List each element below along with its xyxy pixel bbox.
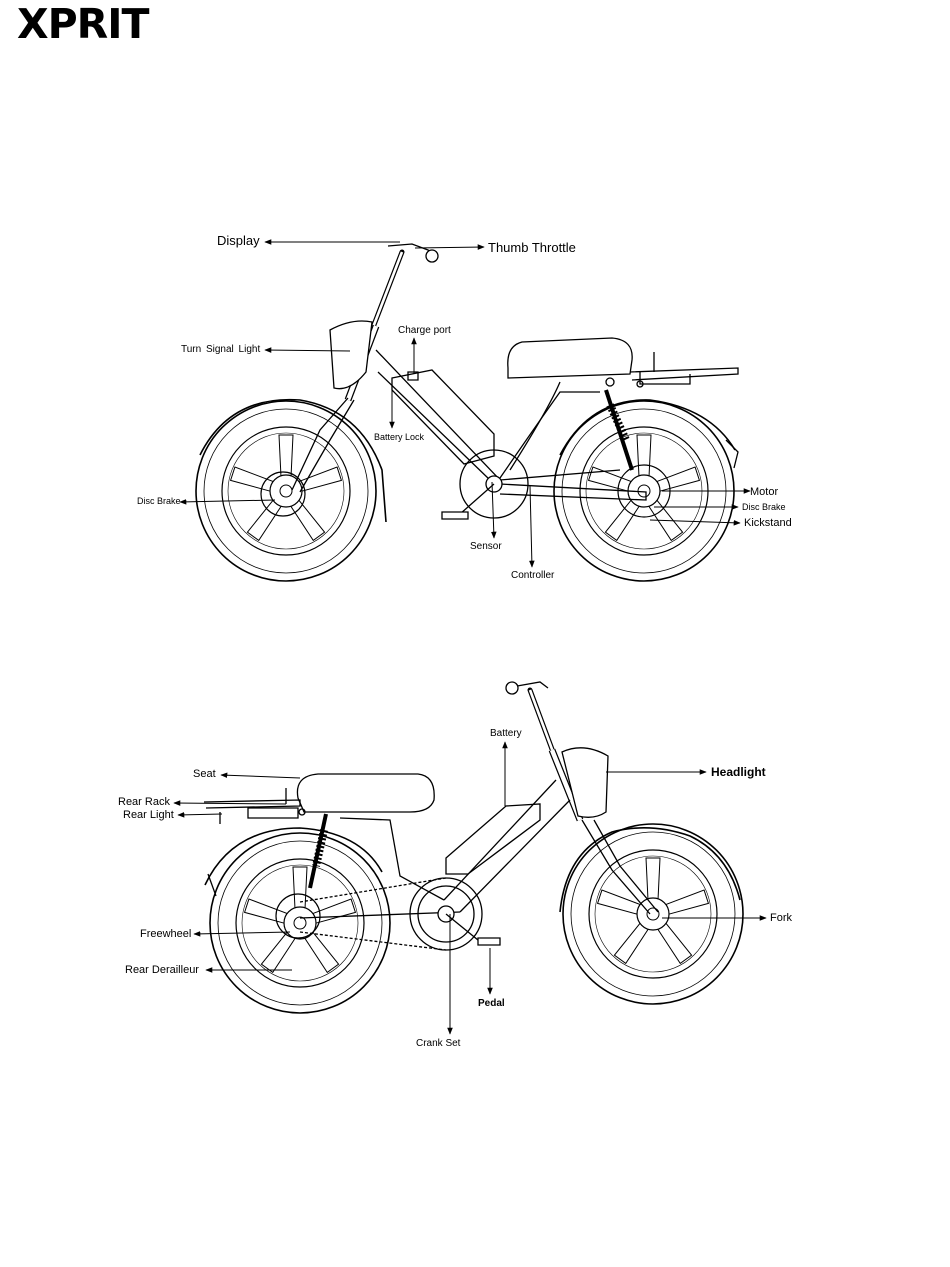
label-disc-brake-front: Disc Brake bbox=[137, 497, 181, 506]
front-wheel-bottom bbox=[563, 824, 743, 1004]
label-controller: Controller bbox=[511, 571, 554, 581]
label-fork: Fork bbox=[770, 913, 792, 924]
label-headlight: Headlight bbox=[711, 766, 766, 778]
label-rear-rack: Rear Rack bbox=[118, 797, 170, 808]
label-charge-port: Charge port bbox=[398, 326, 451, 336]
label-rear-light: Rear Light bbox=[123, 810, 174, 821]
label-motor: Motor bbox=[750, 487, 778, 498]
label-rear-derailleur: Rear Derailleur bbox=[125, 965, 199, 976]
bike-bottom-drawing bbox=[204, 682, 743, 1013]
label-sensor: Sensor bbox=[470, 542, 502, 552]
label-pedal: Pedal bbox=[478, 999, 505, 1009]
rear-wheel-bottom bbox=[210, 833, 390, 1013]
front-wheel-top bbox=[196, 401, 376, 581]
label-display: Display bbox=[217, 234, 260, 247]
label-thumb-throttle: Thumb Throttle bbox=[488, 241, 576, 254]
bike-top-drawing bbox=[196, 244, 738, 581]
label-seat: Seat bbox=[193, 769, 216, 780]
label-battery: Battery bbox=[490, 729, 522, 739]
label-freewheel: Freewheel bbox=[140, 929, 191, 940]
label-crank-set: Crank Set bbox=[416, 1039, 460, 1049]
label-turn-signal-light: Turn Signal Light bbox=[181, 345, 260, 355]
label-kickstand: Kickstand bbox=[744, 518, 792, 529]
label-disc-brake-rear: Disc Brake bbox=[742, 503, 786, 512]
label-battery-lock: Battery Lock bbox=[374, 433, 424, 442]
